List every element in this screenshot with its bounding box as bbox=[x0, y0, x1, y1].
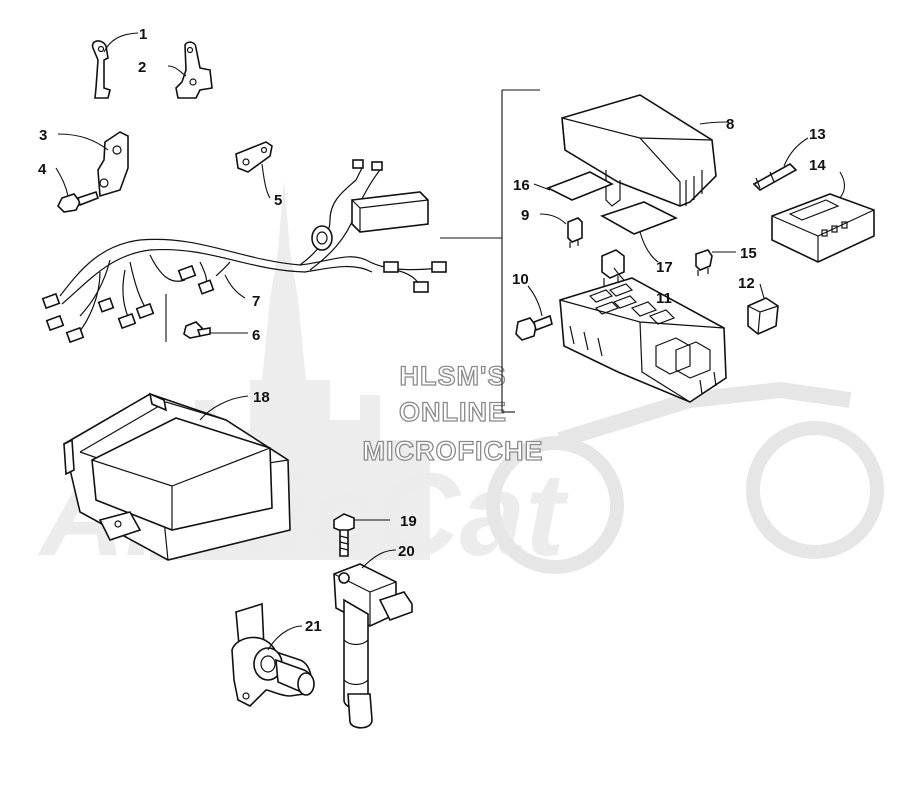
part-11-fuse-block bbox=[559, 277, 727, 403]
part-6-bolt bbox=[165, 294, 248, 342]
part-7-wiring-harness bbox=[41, 159, 447, 344]
callout-4: 4 bbox=[38, 161, 47, 178]
wheel-watermark bbox=[486, 436, 624, 574]
bike-frame-watermark bbox=[557, 381, 852, 448]
callout-7: 7 bbox=[252, 293, 260, 310]
callout-14: 14 bbox=[809, 157, 826, 174]
part-4-bolt bbox=[55, 167, 99, 213]
part-21-sensor bbox=[231, 602, 315, 707]
part-10-screw bbox=[515, 285, 553, 341]
part-8-fusebox-cover bbox=[561, 94, 729, 207]
part-3-bracket bbox=[57, 131, 129, 198]
callout-numbers: 1 2 3 4 5 6 7 8 9 10 11 12 13 14 15 16 1… bbox=[38, 26, 826, 635]
group-bracket bbox=[440, 89, 540, 413]
part-2-bracket bbox=[167, 41, 213, 99]
callout-9: 9 bbox=[521, 207, 529, 224]
callout-6: 6 bbox=[252, 327, 260, 344]
callout-21: 21 bbox=[305, 618, 322, 635]
part-12-relay bbox=[747, 283, 779, 335]
part-14-spare-holder bbox=[771, 171, 875, 263]
watermark-line-3: MICROFICHE bbox=[363, 436, 544, 466]
part-9-fuse bbox=[539, 213, 583, 248]
callout-16: 16 bbox=[513, 177, 530, 194]
watermark-line-2: ONLINE bbox=[399, 397, 507, 427]
callout-10: 10 bbox=[512, 271, 529, 288]
grommet bbox=[311, 225, 333, 251]
callout-17: 17 bbox=[656, 259, 673, 276]
callout-3: 3 bbox=[39, 127, 47, 144]
callout-13: 13 bbox=[809, 126, 826, 143]
part-18-ecu bbox=[63, 392, 291, 561]
connector bbox=[352, 159, 364, 169]
callout-15: 15 bbox=[740, 245, 757, 262]
callout-1: 1 bbox=[139, 26, 147, 43]
part-20-ignition-coil bbox=[333, 549, 413, 729]
part-17-label bbox=[600, 201, 678, 263]
part-16-label bbox=[533, 171, 614, 201]
watermark-line-1: HLSM'S bbox=[400, 361, 507, 391]
callout-12: 12 bbox=[738, 275, 755, 292]
callout-11: 11 bbox=[656, 290, 672, 307]
part-13-fuse-puller bbox=[752, 137, 809, 191]
callout-19: 19 bbox=[400, 513, 417, 530]
part-5-plate bbox=[235, 141, 273, 199]
wheel-watermark-right bbox=[746, 421, 884, 559]
part-19-bolt bbox=[333, 513, 390, 557]
callout-20: 20 bbox=[398, 543, 415, 560]
callout-18: 18 bbox=[253, 389, 270, 406]
part-1-bracket bbox=[91, 32, 139, 99]
callout-5: 5 bbox=[274, 192, 282, 209]
callout-8: 8 bbox=[726, 116, 734, 133]
part-15-fuse bbox=[695, 249, 736, 276]
callout-2: 2 bbox=[138, 59, 146, 76]
